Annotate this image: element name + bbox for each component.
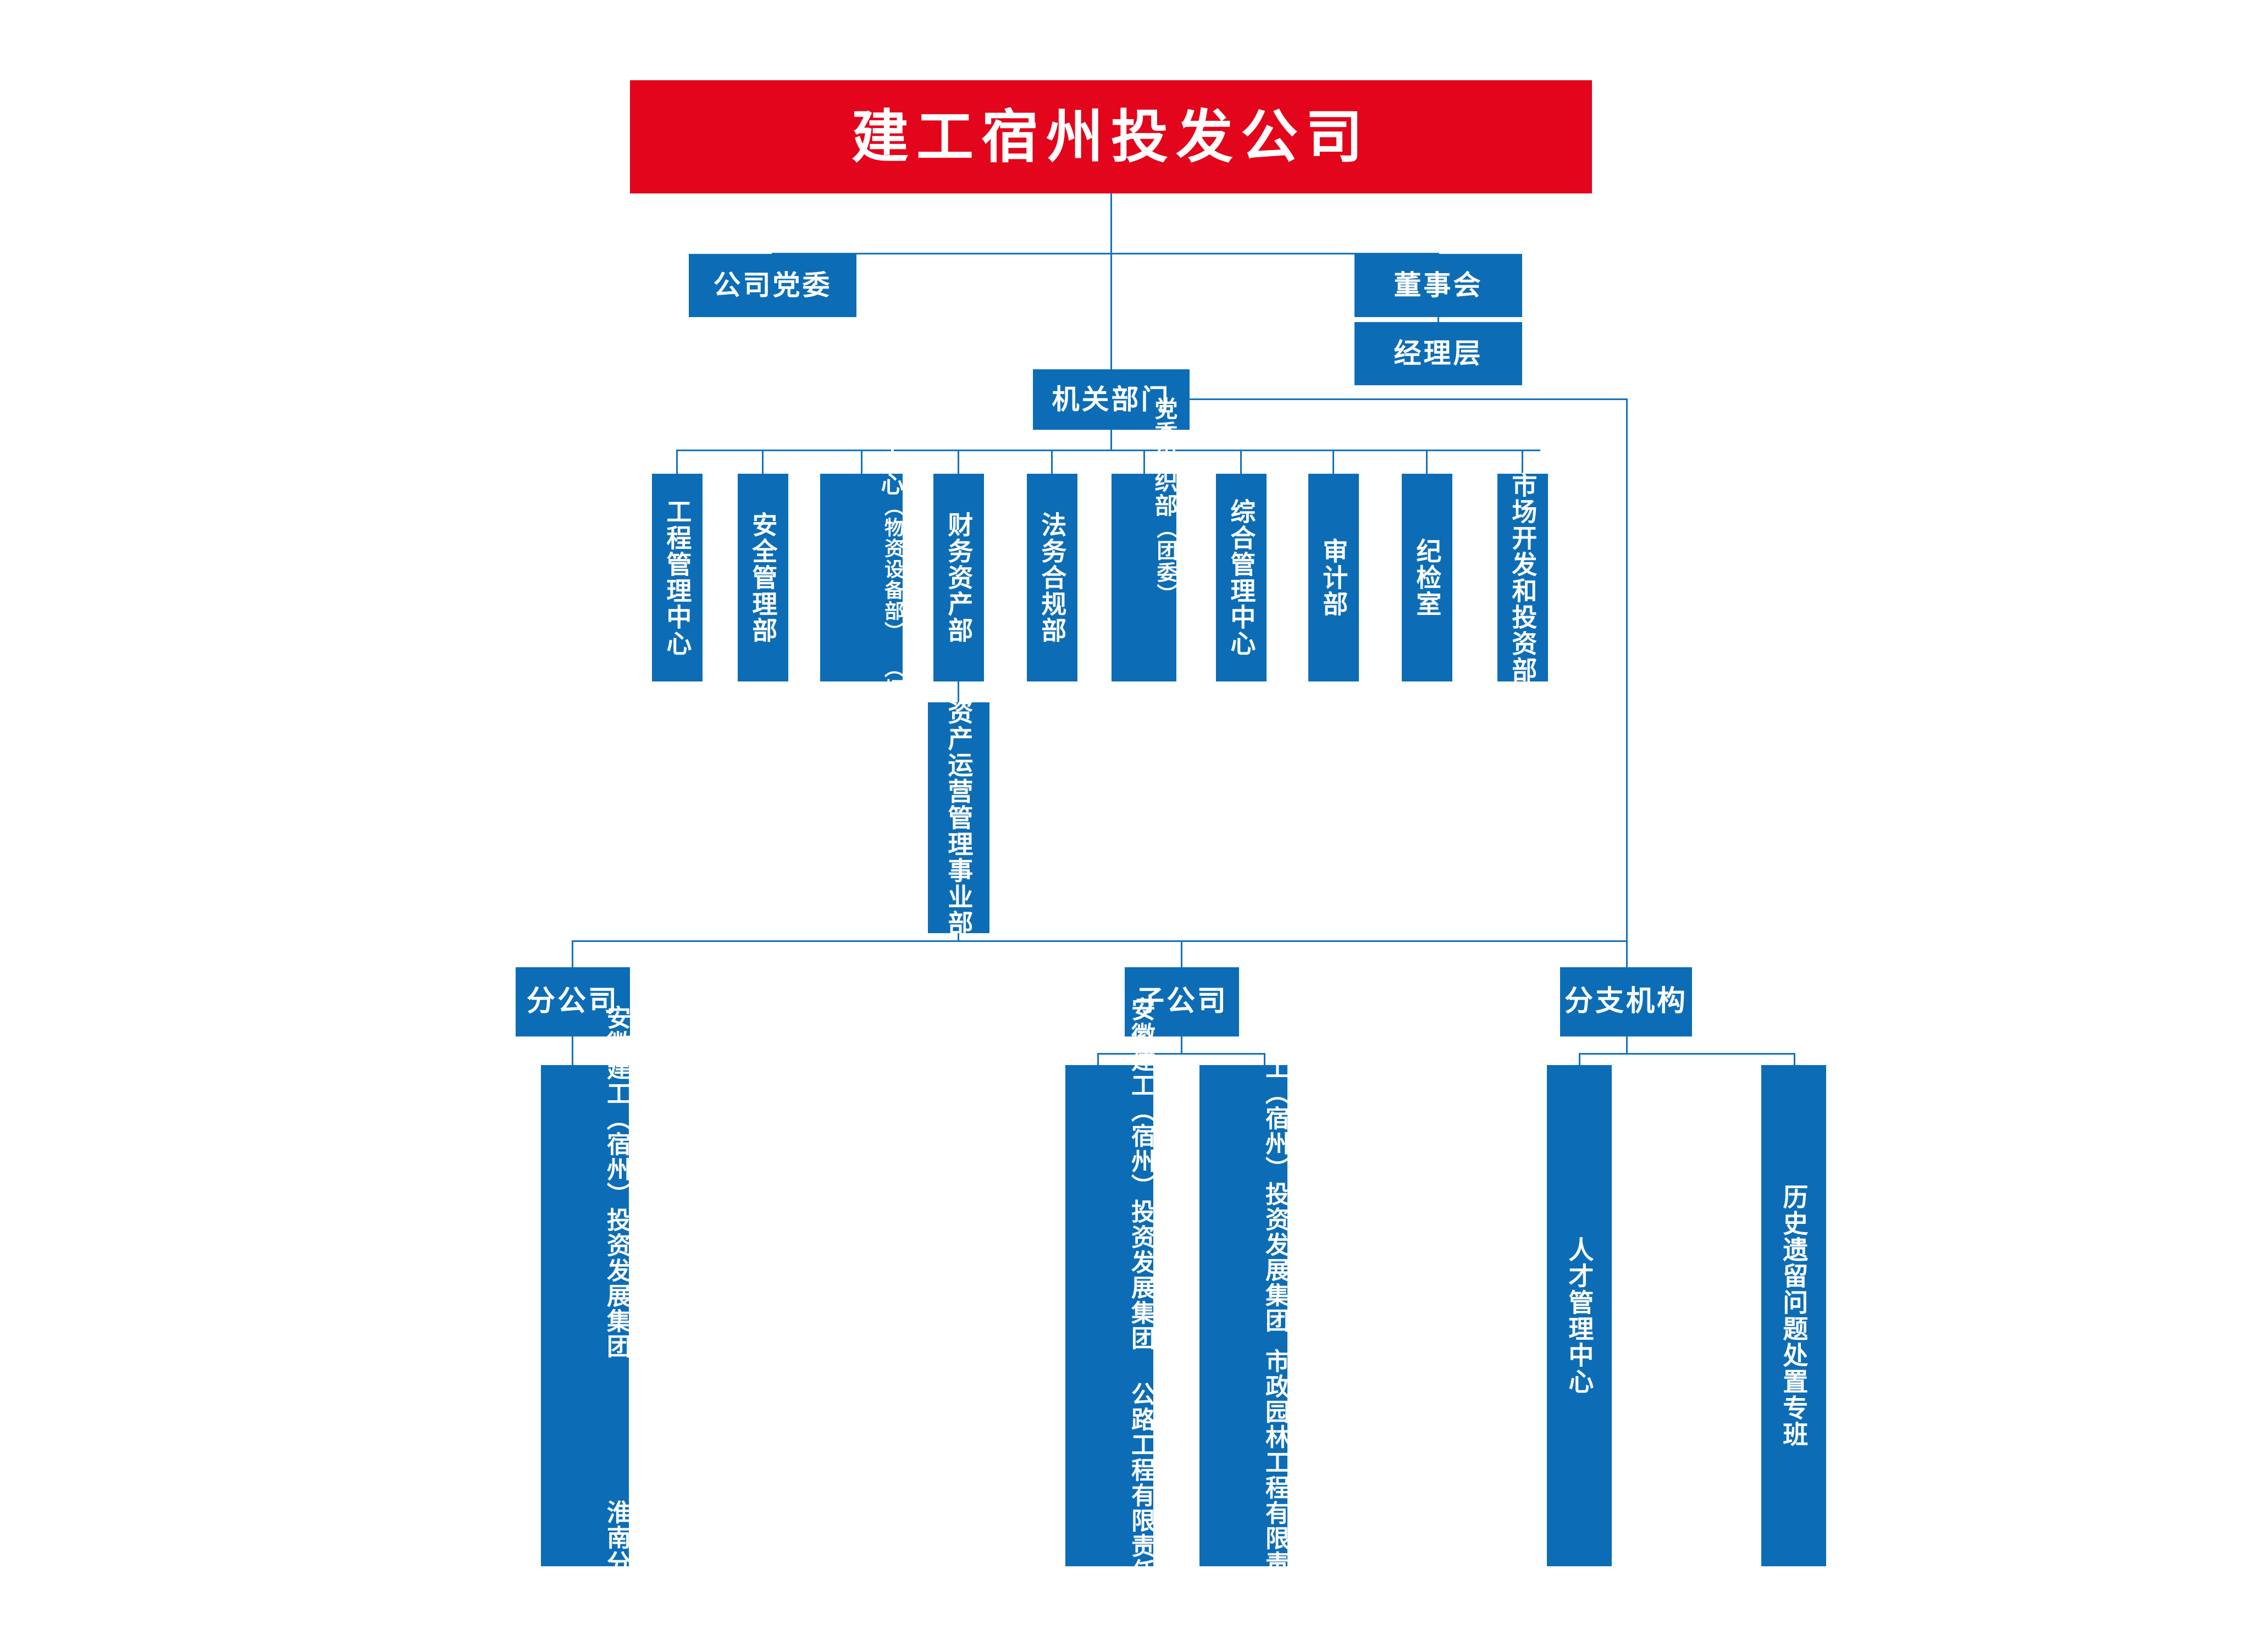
connector-subsidiary-stem [1181, 1036, 1182, 1054]
dept-label: 工程管理中心 [662, 498, 693, 657]
node-organs-departments: 机关部门 [1033, 369, 1190, 430]
connector-branch-company-to-leaf [572, 1036, 573, 1065]
connector-drop-dept-1 [676, 450, 678, 475]
connector-drop-dept-10 [1522, 450, 1523, 475]
dept-label-stack: 党委组织部 （团委） （工会） [1112, 397, 1178, 758]
dept-label-alt1: （物资设备部） [881, 496, 904, 642]
dept-general-management-center: 综合管理中心 [1216, 474, 1267, 681]
dept-label: 财务资产部 [944, 512, 974, 644]
leaf-anhui-jiangong-suzhou-highway-engineering: 安徽建工（宿州）投资发展集团 公路工程有限责任公司 [1065, 997, 1155, 1634]
leaf-label-line1: 安徽建工（宿州）投资发展集团 [602, 1005, 631, 1359]
dept-legal-compliance: 法务合规部 [1027, 474, 1077, 681]
root-node-company-title: 建工宿州投发公司 [630, 80, 1592, 193]
connector-drop-dept-7 [1240, 450, 1242, 475]
dept-label: 审计部 [1319, 538, 1349, 617]
connector-subsidiary-bus [1097, 1053, 1265, 1055]
leaf-label-line1: 安徽建工（宿州）投资发展集团 [1261, 979, 1289, 1333]
leaf-talent-management-center: 人才管理中心 [1547, 1065, 1612, 1566]
dept-label-main: 成本管理中心 [877, 351, 904, 496]
dept-label-alt2: （工会） [1153, 670, 1177, 758]
dept-cost-management-center: 成本管理中心 （物资设备部） （招标管理部） [820, 351, 904, 804]
node-branch-companies: 分公司 [516, 967, 630, 1036]
dept-asset-operation-management-division: 资产运营管理事业部 [928, 699, 989, 936]
dept-label: 法务合规部 [1037, 512, 1068, 644]
connector-drop-dept-4 [958, 450, 959, 475]
connector-drop-branch-institutions [1626, 940, 1628, 968]
node-subsidiary-companies: 子公司 [1125, 967, 1239, 1036]
dept-safety-management: 安全管理部 [738, 474, 788, 681]
dept-label-stack: 成本管理中心 （物资设备部） （招标管理部） [820, 351, 904, 804]
leaf-label: 历史遗留问题处置专班 [1779, 1184, 1809, 1448]
dept-finance-asset: 财务资产部 [933, 474, 984, 681]
leaf-label-stack: 安徽建工（宿州）投资发展集团 公路工程有限责任公司 [1065, 997, 1155, 1634]
leaf-anhui-jiangong-suzhou-huainan-branch: 安徽建工（宿州）投资发展集团 淮南分公司 [541, 1005, 631, 1626]
connector-institution-bus [1579, 1053, 1795, 1055]
connector-asset-division-down [958, 933, 959, 941]
connector-tier2-bus [572, 940, 1628, 942]
leaf-historical-legacy-task-force: 历史遗留问题处置专班 [1761, 1065, 1826, 1566]
dept-label: 市场开发和投资部 [1508, 472, 1538, 683]
connector-drop-dept-5 [1051, 450, 1053, 475]
dept-audit: 审计部 [1308, 474, 1359, 681]
dept-label: 综合管理中心 [1226, 498, 1257, 657]
dept-party-organization: 党委组织部 （团委） （工会） [1112, 397, 1178, 758]
connector-drop-branch-companies [572, 940, 573, 968]
leaf-label-line2: 公路工程有限责任公司 [1127, 1382, 1155, 1634]
leaf-label-line1: 安徽建工（宿州）投资发展集团 [1127, 997, 1155, 1351]
dept-label-main: 党委组织部 [1151, 397, 1178, 518]
dept-label: 资产运营管理事业部 [944, 699, 974, 936]
connector-finance-to-asset-division [958, 681, 959, 703]
connector-drop-dept-3 [861, 450, 862, 475]
connector-drop-subsidiary-2 [1264, 1053, 1265, 1066]
connector-drop-dept-9 [1426, 450, 1428, 475]
dept-label-alt1: （团委） [1153, 518, 1177, 606]
connector-department-bus [676, 450, 1540, 451]
node-board-of-directors: 董事会 [1354, 254, 1522, 317]
connector-board-to-management [1437, 317, 1439, 323]
connector-root-bus [772, 253, 1439, 254]
connector-drop-subsidiary-companies [1181, 940, 1182, 968]
connector-drop-dept-6 [1143, 450, 1145, 475]
connector-organs-right-rail [1190, 398, 1628, 400]
connector-right-rail-down [1626, 398, 1628, 941]
dept-label: 纪检室 [1412, 538, 1442, 617]
leaf-label-stack: 安徽建工（宿州）投资发展集团 淮南分公司 [541, 1005, 631, 1626]
connector-drop-subsidiary-1 [1097, 1053, 1099, 1066]
connector-organs-stem [1110, 430, 1112, 451]
connector-root-to-organs [1110, 193, 1112, 370]
connector-drop-dept-8 [1332, 450, 1334, 475]
connector-drop-dept-2 [762, 450, 764, 475]
leaf-label: 人才管理中心 [1564, 1237, 1595, 1395]
dept-market-development-investment: 市场开发和投资部 [1497, 472, 1548, 683]
node-management-layer: 经理层 [1354, 322, 1522, 385]
connector-institution-stem [1626, 1036, 1628, 1054]
dept-label: 安全管理部 [748, 512, 778, 644]
dept-discipline-inspection: 纪检室 [1402, 474, 1452, 681]
dept-label-alt2: （招标管理部） [881, 658, 904, 804]
leaf-anhui-jiangong-suzhou-municipal-landscape: 安徽建工（宿州）投资发展集团 市政园林工程有限责任公司 [1199, 979, 1289, 1652]
node-party-committee: 公司党委 [689, 254, 856, 317]
connector-drop-institution-2 [1794, 1053, 1795, 1066]
leaf-label-line2: 市政园林工程有限责任公司 [1261, 1349, 1289, 1652]
dept-engineering-management-center: 工程管理中心 [652, 474, 703, 681]
connector-drop-institution-1 [1579, 1053, 1580, 1066]
leaf-label-line2: 淮南分公司 [602, 1500, 631, 1626]
leaf-label-stack: 安徽建工（宿州）投资发展集团 市政园林工程有限责任公司 [1199, 979, 1289, 1652]
node-branch-institutions: 分支机构 [1560, 967, 1692, 1036]
